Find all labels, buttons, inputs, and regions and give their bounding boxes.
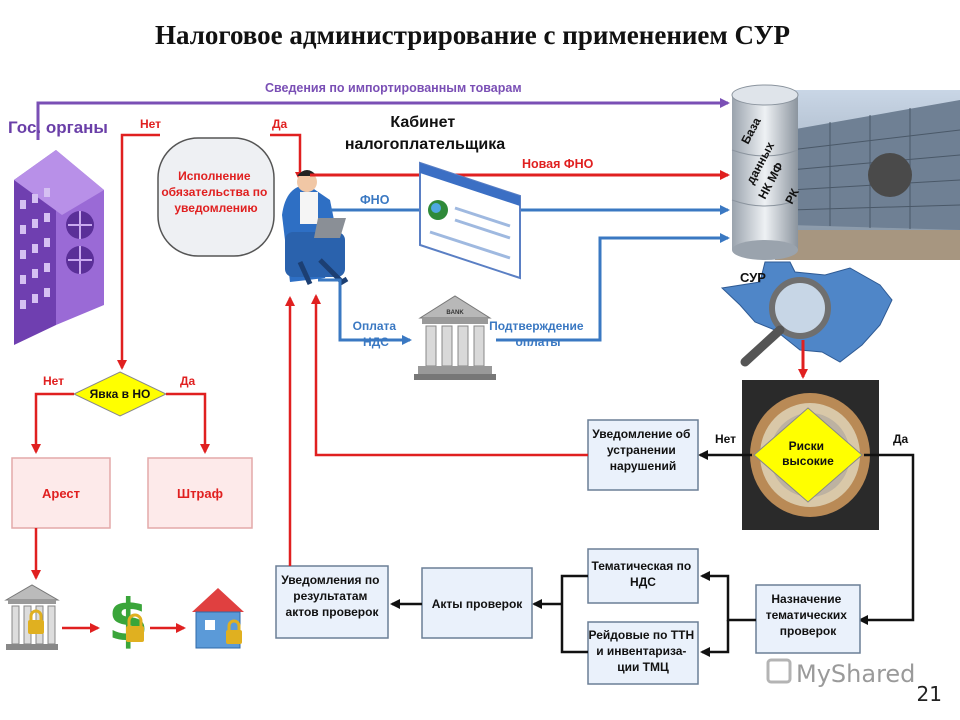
- cabinet-label: Кабинет налогоплательщика: [345, 114, 505, 153]
- fine-box: [147, 457, 253, 529]
- appearance-no-arrow: [31, 392, 74, 454]
- vat-payment-arrow: [318, 278, 412, 345]
- risk-no-label: Нет: [715, 432, 736, 446]
- arrest-box: [11, 457, 111, 529]
- appearance-yes-label: Да: [180, 374, 196, 388]
- appearance-decision-text: Явка в НО: [90, 387, 151, 401]
- results-notice-text: Уведомления по результатам актов проверо…: [281, 573, 383, 619]
- assignment-text: Назначение тематических проверок: [766, 592, 851, 638]
- acts-text: Акты проверок: [432, 597, 524, 611]
- obligation-no-arrow: [117, 133, 160, 370]
- yes-label-top: Да: [272, 117, 288, 131]
- obligation-yes-arrow: [270, 133, 305, 182]
- database-cylinder-icon: [731, 84, 799, 260]
- bank-sign: BANK: [446, 310, 464, 316]
- obligation-box: [157, 137, 275, 257]
- thematic-vat-box: [587, 548, 699, 604]
- payment-confirm-label: Подтверждение оплаты: [489, 319, 587, 349]
- new-fno-label: Новая ФНО: [522, 157, 594, 171]
- fno-label: ФНО: [360, 193, 390, 207]
- vat-payment-label: Оплата НДС: [353, 319, 400, 349]
- risk-yes-label: Да: [893, 432, 909, 446]
- obligation-text: Исполнение обязательства по уведомлению: [161, 169, 270, 215]
- risk-decision-text: Риски высокие: [782, 439, 834, 468]
- sur-label: СУР: [740, 270, 766, 285]
- money-lock-icon: $: [108, 586, 148, 654]
- fine-text: Штраф: [177, 486, 223, 501]
- elimination-notice-box: [587, 419, 699, 491]
- results-notice-box: [275, 565, 389, 639]
- myshared-watermark: MyShared: [796, 660, 915, 688]
- risk-yes-arrow: [858, 453, 915, 625]
- checks-merge-arrow: [560, 574, 588, 654]
- assignment-to-raids-arrow: [700, 620, 730, 657]
- database-label-4: РК: [782, 186, 802, 207]
- arrest-text: Арест: [42, 486, 80, 501]
- risk-decision-diamond: [753, 407, 863, 503]
- thematic-vat-text: Тематическая по НДС: [592, 559, 695, 589]
- ministry-building-photo: [775, 90, 960, 260]
- assignment-to-vat-arrow: [700, 571, 756, 622]
- acts-box: [421, 567, 533, 639]
- payment-confirm-arrow: [496, 233, 730, 342]
- import-info-arrow: [36, 98, 730, 140]
- bank-icon: [414, 295, 496, 380]
- notice-to-taxpayer-arrow: [311, 294, 588, 457]
- slide-title: Налоговое администрирование с применение…: [154, 20, 791, 50]
- appearance-yes-arrow: [166, 392, 210, 454]
- locked-bank-icon: [4, 584, 60, 650]
- no-label-top: Нет: [140, 117, 161, 131]
- raids-text: Рейдовые по ТТН и инвентариза- ции ТМЦ: [589, 628, 698, 674]
- house-lock-icon: [192, 588, 244, 649]
- web-portal-icon: [419, 161, 521, 280]
- appearance-decision-diamond: [72, 371, 168, 417]
- taxpayer-person-icon: [282, 170, 349, 286]
- gov-organs-label: Гос. органы: [8, 118, 108, 137]
- sur-map-icon: [720, 261, 893, 367]
- elimination-notice-text: Уведомление об устранении нарушений: [592, 427, 693, 473]
- appearance-no-label: Нет: [43, 374, 64, 388]
- raids-box: [587, 621, 699, 685]
- page-number: 21: [916, 682, 942, 706]
- import-info-label: Сведения по импортированным товарам: [265, 81, 522, 95]
- myshared-logo: [766, 658, 792, 684]
- gov-building-icon: [14, 150, 104, 345]
